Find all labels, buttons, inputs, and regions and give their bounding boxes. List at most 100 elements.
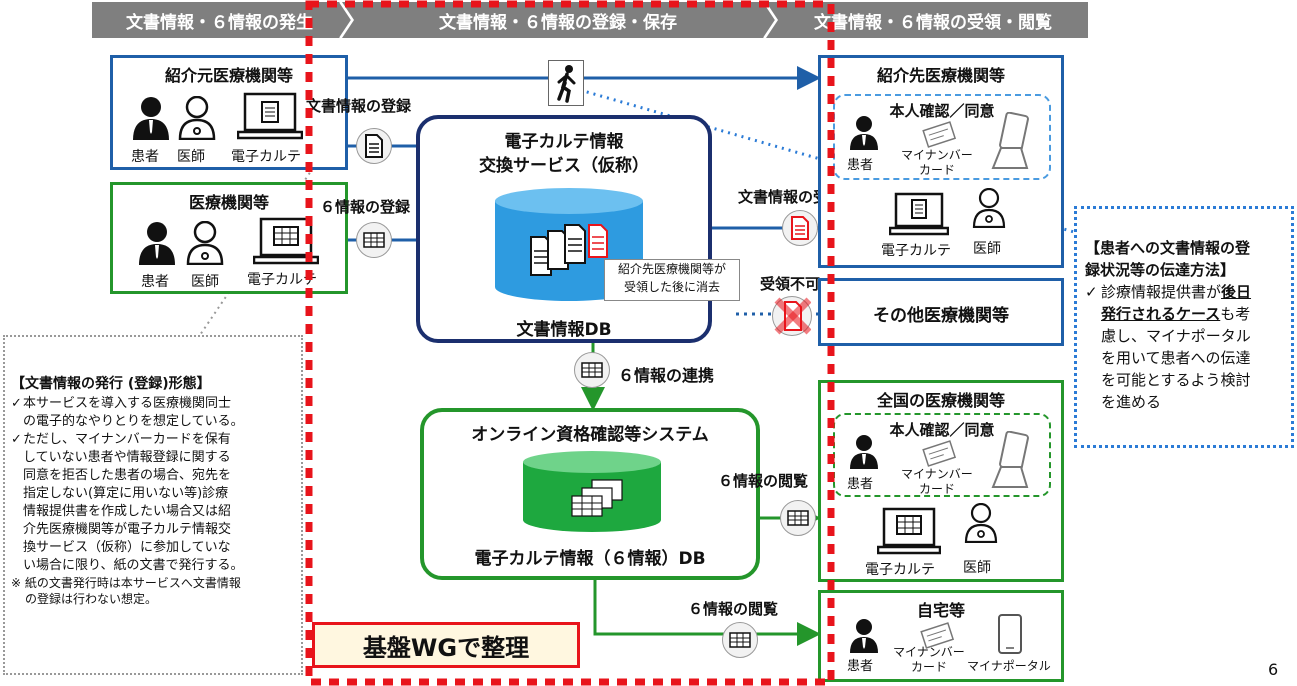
service-title-1: 電子カルテ情報 xyxy=(504,132,624,152)
doc-receive-label: 文書情報の受領 xyxy=(738,188,844,206)
home-mynumber-line1: マイナンバー xyxy=(893,645,965,659)
online-title: オンライン資格確認等システム xyxy=(471,425,709,445)
online-db-label: 電子カルテ情報（６情報）DB xyxy=(474,549,706,569)
dest-patient-label: 患者 xyxy=(847,158,874,173)
patient-icon xyxy=(133,97,169,140)
footnote-line: の登録は行わない想定。 xyxy=(25,592,158,606)
ehr-laptop-icon xyxy=(889,192,949,236)
note-text: 診療情報提供書が xyxy=(1101,283,1222,301)
doc-register-label: 文書情報の登録 xyxy=(306,97,412,115)
six-view-label-1: ６情報の閲覧 xyxy=(718,472,809,490)
callout-line-2: 受領した後に消去 xyxy=(623,280,720,294)
note-line: 本サービスを導入する医療機関同士 xyxy=(23,396,232,411)
ehr-laptop-icon xyxy=(253,217,319,265)
national-mynumber-line1: マイナンバー xyxy=(901,467,973,481)
patient-icon xyxy=(850,619,878,653)
phase-3: 文書情報・６情報の受領・閲覧 xyxy=(814,12,1052,33)
dest-doctor-label: 医師 xyxy=(973,241,1001,257)
note-line: 指定しない(算定に用いない等)診療 xyxy=(23,486,229,501)
database-icon xyxy=(523,451,661,532)
national-ehr-label: 電子カルテ xyxy=(865,562,935,578)
left-note: 【文書情報の発行 (登録)形態】 ✓ 本サービスを導入する医療機関同士 の電子的… xyxy=(3,335,303,675)
documents-icon xyxy=(530,224,608,276)
callout-line-1: 紹介先医療機関等が xyxy=(617,262,726,276)
six-register-label: ６情報の登録 xyxy=(320,198,411,216)
blocked-document-icon xyxy=(772,296,812,336)
med-org-title: 医療機関等 xyxy=(188,193,269,212)
ehr-laptop-icon xyxy=(877,507,941,555)
national-mynumber-line2: カード xyxy=(919,482,956,496)
doctor-icon xyxy=(186,221,224,265)
dest-org-title: 紹介先医療機関等 xyxy=(876,66,1005,85)
right-note-bullet: ✓ 診療情報提供書が後日 発行されるケースも考 慮し、マイナポータル を用いて患… xyxy=(1085,283,1252,411)
left-note-bullet-1: ✓ 本サービスを導入する医療機関同士 の電子的なやりとりを想定している。 xyxy=(11,396,244,429)
note-line: 換サービス（仮称）に参加していな xyxy=(23,540,231,555)
dest-ehr-label: 電子カルテ xyxy=(881,243,951,259)
med-patient-label: 患者 xyxy=(141,274,169,290)
note-text: も考 xyxy=(1220,305,1251,323)
home-patient-label: 患者 xyxy=(847,659,874,674)
home-box: 自宅等 患者 マイナンバー カード マイナポータル xyxy=(818,590,1064,682)
patient-icon xyxy=(850,435,878,469)
source-ehr-label: 電子カルテ xyxy=(231,149,301,165)
home-title: 自宅等 xyxy=(916,601,965,620)
doctor-icon xyxy=(972,188,1006,228)
other-org-title: その他医療機関等 xyxy=(873,306,1009,326)
note-emphasis: 発行されるケース xyxy=(1101,305,1221,323)
source-doctor-label: 医師 xyxy=(177,149,205,165)
other-org-box: その他医療機関等 xyxy=(818,278,1064,346)
source-org-title: 紹介元医療機関等 xyxy=(164,66,293,85)
mynumber-card-icon xyxy=(922,440,957,467)
note-line: ただし、マイナンバーカードを保有 xyxy=(23,432,231,447)
right-note-heading-1: 【患者への文書情報の登 xyxy=(1085,239,1251,257)
national-consent-title: 本人確認／同意 xyxy=(889,421,995,439)
ehr-laptop-icon xyxy=(237,92,303,140)
dest-mynumber-line2: カード xyxy=(919,163,956,177)
online-system-box: オンライン資格確認等システム 電子カルテ情報（６情報）DB xyxy=(420,408,760,580)
wg-label: 基盤WGで整理 xyxy=(312,622,580,668)
right-note: 【患者への文書情報の登 録状況等の伝達方法】 ✓ 診療情報提供書が後日 発行され… xyxy=(1074,206,1294,448)
walking-person-icon xyxy=(548,60,584,106)
med-doctor-label: 医師 xyxy=(191,274,219,290)
table-icon xyxy=(780,500,816,536)
delete-callout: 紹介先医療機関等が 受領した後に消去 xyxy=(604,259,740,301)
dest-consent-title: 本人確認／同意 xyxy=(889,102,995,120)
right-note-heading-2: 録状況等の伝達方法】 xyxy=(1085,261,1236,279)
left-note-footnote: ※ 紙の文書発行時は本サービスへ文書情報 の登録は行わない想定。 xyxy=(11,575,297,607)
note-line: 情報提供書を作成したい場合又は紹 xyxy=(23,504,232,519)
phase-1: 文書情報・６情報の発生 xyxy=(126,12,313,33)
card-reader-icon xyxy=(991,431,1029,488)
patient-icon xyxy=(850,116,878,150)
service-db-label: 文書情報DB xyxy=(516,320,612,340)
doctor-icon xyxy=(178,96,216,140)
page-number: 6 xyxy=(1268,660,1279,679)
card-reader-icon xyxy=(991,112,1029,169)
home-portal-label: マイナポータル xyxy=(967,659,1051,673)
mynumber-card-icon xyxy=(920,622,955,649)
table-icon xyxy=(574,352,610,388)
table-icon xyxy=(722,622,758,658)
service-title-2: 交換サービス（仮称） xyxy=(479,156,649,176)
phase-2: 文書情報・６情報の登録・保存 xyxy=(439,12,677,33)
note-line: の電子的なやりとりを想定している。 xyxy=(23,414,244,429)
note-line: 慮し、マイナポータル xyxy=(1101,327,1251,345)
six-view-label-2: ６情報の閲覧 xyxy=(688,600,779,618)
service-box: 電子カルテ情報 交換サービス（仮称） 紹介先医療機関等が 受領した後に消去 文書… xyxy=(416,115,740,343)
smartphone-icon xyxy=(998,614,1022,654)
mynumber-card-icon xyxy=(922,121,957,148)
red-document-icon xyxy=(782,210,818,246)
left-note-heading: 【文書情報の発行 (登録)形態】 xyxy=(11,376,211,392)
note-line: を進める xyxy=(1101,393,1162,411)
med-ehr-label: 電子カルテ xyxy=(247,272,317,288)
footnote-line: ※ 紙の文書発行時は本サービスへ文書情報 xyxy=(11,576,241,590)
left-note-bullet-2: ✓ ただし、マイナンバーカードを保有 していない患者や情報登録に関する 同意を拒… xyxy=(11,432,244,573)
note-line: していない患者や情報登録に関する xyxy=(23,450,231,465)
home-mynumber-line2: カード xyxy=(911,660,948,674)
note-line: 同意を拒否した患者の場合、宛先を xyxy=(23,468,232,483)
not-receivable-label: 受領不可 xyxy=(760,275,821,293)
note-line: を可能とするよう検討 xyxy=(1101,371,1251,389)
note-line: を用いて患者への伝達 xyxy=(1101,349,1251,367)
national-org-title: 全国の医療機関等 xyxy=(876,391,1005,410)
dest-mynumber-line1: マイナンバー xyxy=(901,148,973,162)
